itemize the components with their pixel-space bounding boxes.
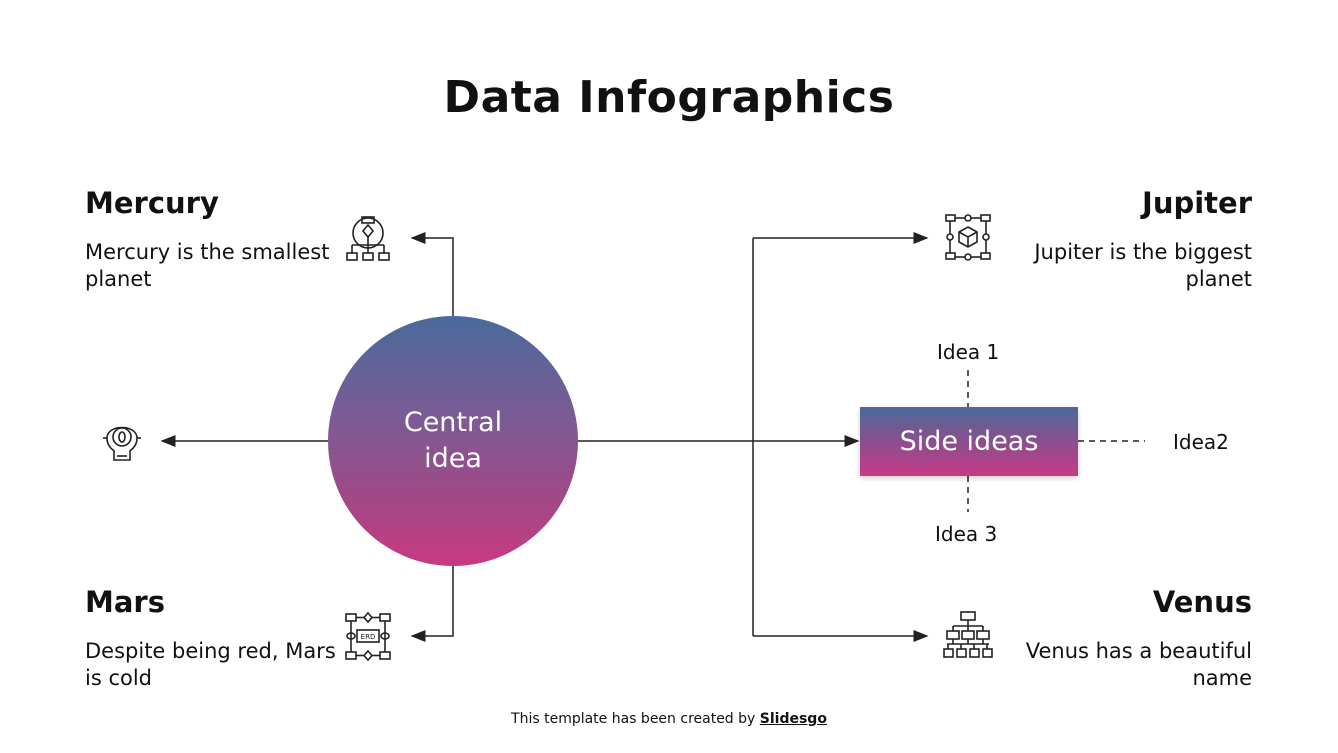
- mercury-text: Mercury is the smallest planet: [85, 240, 330, 291]
- erd-diagram-icon: ERD: [345, 611, 391, 662]
- central-idea-circle: Central idea: [328, 316, 578, 566]
- mercury-connector: [410, 232, 454, 316]
- side-ideas-label: Side ideas: [899, 426, 1039, 457]
- svg-text:ERD: ERD: [361, 633, 376, 641]
- venus-text: Venus has a beautiful name: [1025, 639, 1252, 690]
- mars-text: Despite being red, Mars is cold: [85, 639, 336, 690]
- mercury-title: Mercury: [85, 186, 219, 220]
- flowchart-icon: [346, 216, 390, 261]
- footer-prefix: This template has been created by: [511, 711, 760, 727]
- head-idea-icon: [103, 426, 141, 461]
- venus-title: Venus: [1152, 585, 1252, 619]
- hierarchy-icon: [943, 611, 993, 658]
- cube-network-icon: [945, 214, 991, 261]
- footer-credit: This template has been created by Slides…: [0, 711, 1338, 727]
- idea-2-label: Idea2: [1173, 430, 1229, 454]
- mars-title: Mars: [85, 585, 165, 619]
- side-ideas-box: Side ideas: [860, 407, 1078, 476]
- central-idea-label: Central idea: [403, 407, 503, 474]
- jupiter-text: Jupiter is the biggest planet: [1034, 240, 1252, 291]
- jupiter-title: Jupiter: [1142, 186, 1252, 220]
- idea-3-label: Idea 3: [935, 522, 998, 546]
- idea-1-label: Idea 1: [937, 340, 1000, 364]
- page-title: Data Infographics: [443, 72, 895, 123]
- mars-connector: [410, 566, 454, 642]
- footer-brand-link[interactable]: Slidesgo: [759, 711, 827, 727]
